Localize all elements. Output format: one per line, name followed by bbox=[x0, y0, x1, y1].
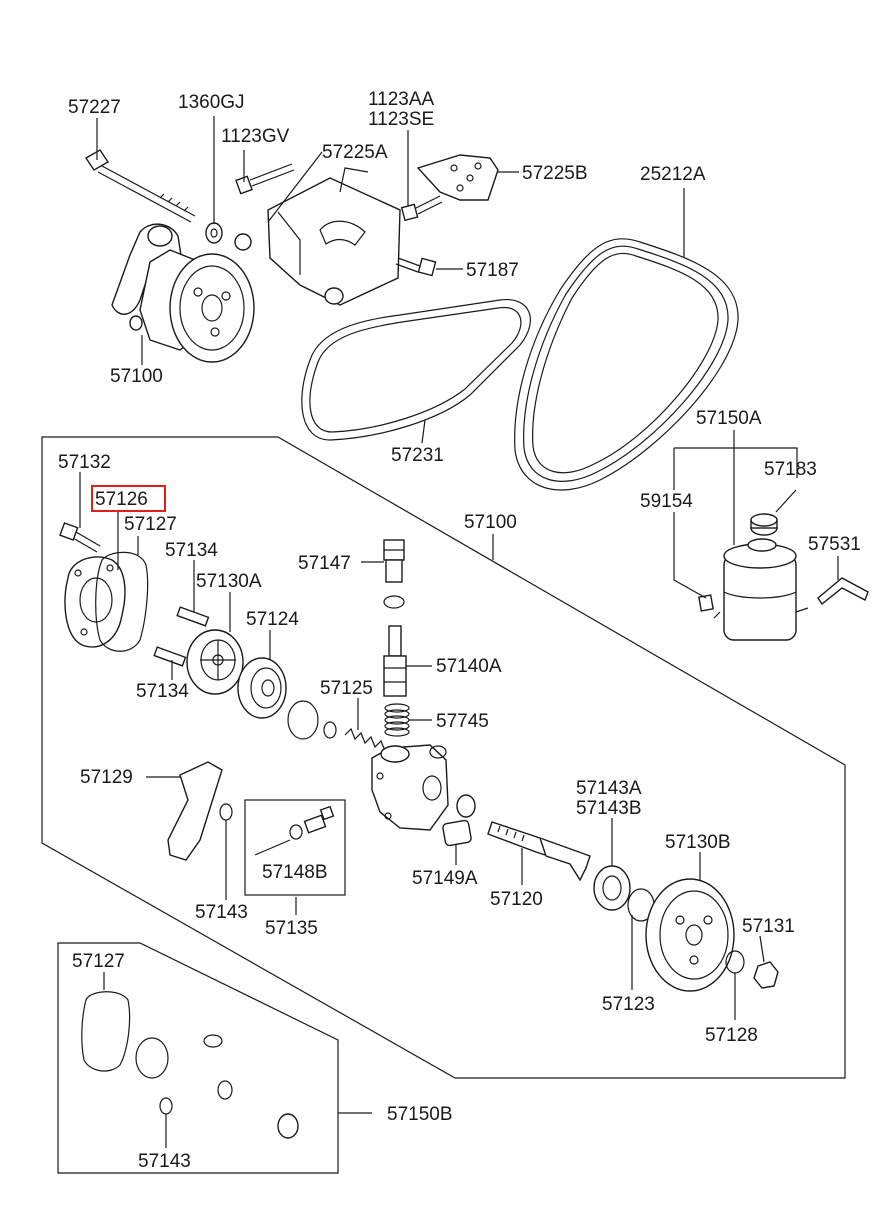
pulley-nut-part[interactable] bbox=[753, 961, 779, 989]
shaft-bearing-part[interactable] bbox=[593, 865, 631, 911]
bushing-part-2[interactable] bbox=[442, 819, 472, 847]
label-1123AA[interactable]: 1123AA bbox=[368, 89, 435, 110]
o-ring-57143-part[interactable] bbox=[219, 803, 233, 821]
washer-part[interactable] bbox=[205, 222, 223, 244]
label-1123SE[interactable]: 1123SE bbox=[368, 109, 434, 130]
o-ring-small-part[interactable] bbox=[323, 721, 337, 739]
label-57225B[interactable]: 57225B bbox=[522, 163, 588, 184]
label-57134-b[interactable]: 57134 bbox=[136, 681, 189, 702]
label-57143A[interactable]: 57143A bbox=[576, 778, 642, 799]
pump-assembly-frame bbox=[41, 436, 846, 1079]
fluid-reservoir-part[interactable] bbox=[713, 538, 809, 641]
valve-spring-part[interactable] bbox=[384, 703, 410, 737]
label-59154[interactable]: 59154 bbox=[640, 491, 693, 512]
label-57100-mid[interactable]: 57100 bbox=[464, 512, 517, 533]
label-57128[interactable]: 57128 bbox=[705, 1025, 758, 1046]
leader-lines bbox=[79, 116, 839, 1148]
label-57100-top[interactable]: 57100 bbox=[110, 366, 163, 387]
label-57143-mid[interactable]: 57143 bbox=[195, 902, 248, 923]
o-ring-part[interactable] bbox=[287, 700, 319, 740]
cover-gasket-part[interactable] bbox=[95, 551, 149, 652]
label-57124[interactable]: 57124 bbox=[246, 609, 299, 630]
kit-o-ring-part-2[interactable] bbox=[217, 1080, 233, 1100]
label-57140A[interactable]: 57140A bbox=[436, 656, 502, 677]
kit-gasket-part[interactable] bbox=[81, 991, 131, 1072]
label-57123[interactable]: 57123 bbox=[602, 994, 655, 1015]
label-57127-top[interactable]: 57127 bbox=[124, 514, 177, 535]
highlight-box-57126 bbox=[91, 485, 166, 512]
label-57148B[interactable]: 57148B bbox=[262, 862, 328, 883]
fitting-o-ring-part[interactable] bbox=[383, 595, 405, 609]
bracket-bolt-part[interactable] bbox=[400, 195, 443, 222]
bolt-part[interactable] bbox=[235, 163, 295, 195]
label-57143-bot[interactable]: 57143 bbox=[138, 1151, 191, 1172]
label-57147[interactable]: 57147 bbox=[298, 553, 351, 574]
label-57131[interactable]: 57131 bbox=[742, 916, 795, 937]
kit-o-ring-large-part[interactable] bbox=[135, 1037, 169, 1079]
label-25212A[interactable]: 25212A bbox=[640, 164, 706, 185]
label-57150A[interactable]: 57150A bbox=[696, 408, 762, 429]
bushing-part[interactable] bbox=[456, 794, 476, 818]
label-57125[interactable]: 57125 bbox=[320, 678, 373, 699]
pump-bracket-part[interactable] bbox=[234, 167, 401, 306]
label-57129[interactable]: 57129 bbox=[80, 767, 133, 788]
rear-cover-part[interactable] bbox=[64, 556, 126, 648]
label-57231[interactable]: 57231 bbox=[391, 445, 444, 466]
label-57126[interactable]: 57126 bbox=[95, 489, 148, 510]
label-57134-a[interactable]: 57134 bbox=[165, 540, 218, 561]
bracket-plate-part[interactable] bbox=[416, 154, 499, 201]
label-57745[interactable]: 57745 bbox=[436, 711, 489, 732]
long-bolt-part[interactable] bbox=[85, 149, 196, 223]
union-fitting-part[interactable] bbox=[383, 539, 405, 583]
power-steering-pump-part[interactable] bbox=[111, 223, 255, 363]
drive-shaft-part[interactable] bbox=[487, 821, 591, 882]
adjusting-bolt-part[interactable] bbox=[395, 257, 437, 277]
label-57127-bot[interactable]: 57127 bbox=[72, 951, 125, 972]
label-57150B[interactable]: 57150B bbox=[387, 1104, 453, 1125]
label-57120[interactable]: 57120 bbox=[490, 889, 543, 910]
label-sticker-part[interactable] bbox=[698, 594, 714, 612]
valve-subassembly-frame bbox=[244, 799, 346, 896]
label-57130A[interactable]: 57130A bbox=[196, 571, 262, 592]
bearing-part[interactable] bbox=[237, 657, 287, 719]
pump-housing-part[interactable] bbox=[371, 744, 449, 831]
label-57183[interactable]: 57183 bbox=[764, 459, 817, 480]
label-57135[interactable]: 57135 bbox=[265, 918, 318, 939]
flow-control-valve-part[interactable] bbox=[383, 625, 407, 697]
label-1360GJ[interactable]: 1360GJ bbox=[178, 92, 245, 113]
flow-spring-part[interactable] bbox=[344, 727, 386, 752]
label-57130B[interactable]: 57130B bbox=[665, 832, 731, 853]
label-57132[interactable]: 57132 bbox=[58, 452, 111, 473]
label-57143B[interactable]: 57143B bbox=[576, 798, 642, 819]
label-57225A[interactable]: 57225A bbox=[322, 142, 388, 163]
pressure-line-bracket-part[interactable] bbox=[167, 761, 223, 861]
cover-bolt-part[interactable] bbox=[59, 522, 101, 553]
serpentine-belt-part[interactable] bbox=[514, 238, 739, 491]
label-1123GV[interactable]: 1123GV bbox=[221, 126, 290, 147]
kit-o-ring-57143-part[interactable] bbox=[159, 1097, 173, 1115]
kit-seal-part[interactable] bbox=[277, 1113, 299, 1139]
label-57187[interactable]: 57187 bbox=[466, 260, 519, 281]
dowel-pin-part-2[interactable] bbox=[153, 646, 187, 667]
rotor-cam-ring-part[interactable] bbox=[186, 629, 244, 695]
seal-kit-frame bbox=[57, 942, 339, 1174]
reservoir-cap-part[interactable] bbox=[750, 513, 778, 536]
kit-o-ring-part[interactable] bbox=[203, 1034, 223, 1048]
label-57227[interactable]: 57227 bbox=[68, 97, 121, 118]
pump-pulley-part[interactable] bbox=[645, 878, 735, 992]
relief-valve-part[interactable] bbox=[254, 805, 335, 856]
dowel-pin-part[interactable] bbox=[176, 606, 210, 627]
drive-belt-part[interactable] bbox=[301, 299, 531, 441]
label-57149A[interactable]: 57149A bbox=[412, 868, 478, 889]
reservoir-hose-part[interactable] bbox=[817, 577, 869, 606]
label-57531[interactable]: 57531 bbox=[808, 534, 861, 555]
